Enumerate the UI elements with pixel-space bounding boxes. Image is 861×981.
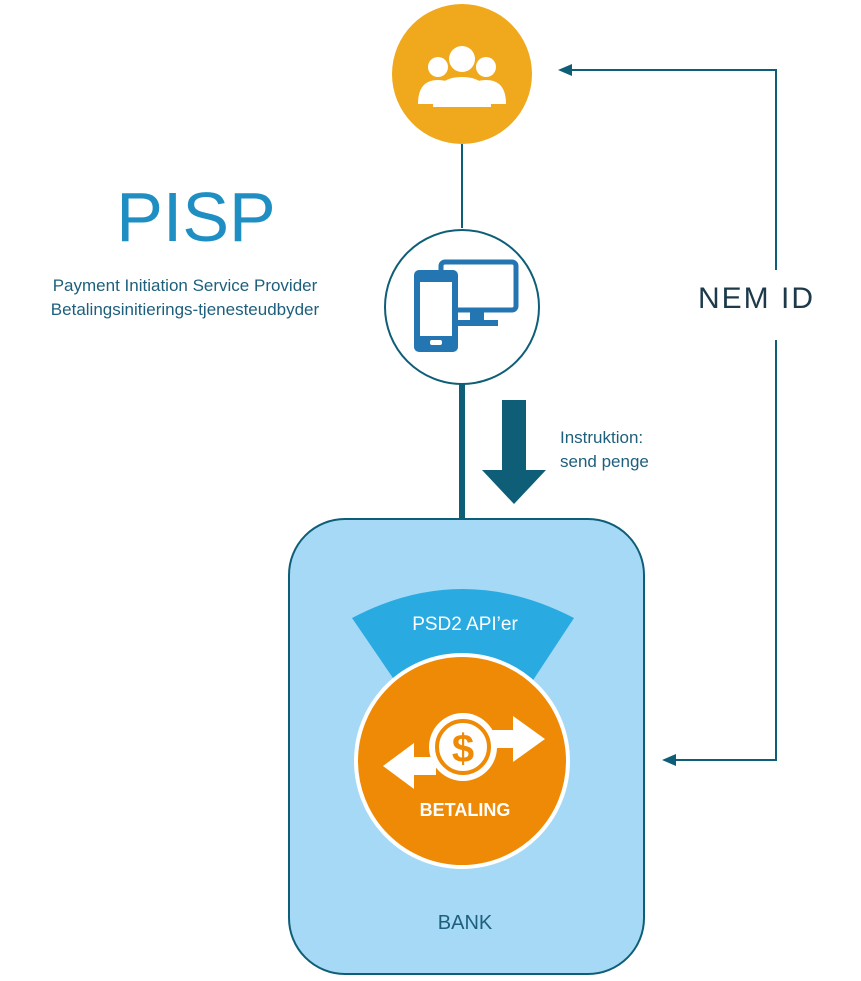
arrowhead-to-bank bbox=[662, 754, 676, 766]
nemid-connector-top bbox=[572, 69, 777, 270]
svg-text:$: $ bbox=[452, 727, 474, 771]
user-circle bbox=[392, 4, 532, 144]
users-icon bbox=[418, 46, 506, 107]
instruction-label-line2: send penge bbox=[560, 452, 649, 471]
pisp-name-english: Payment Initiation Service Provider bbox=[52, 276, 318, 295]
arrowhead-to-user bbox=[558, 64, 572, 76]
psd2-api-label: PSD2 API’er bbox=[412, 614, 518, 635]
instruction-arrow bbox=[482, 400, 546, 504]
pisp-name-danish: Betalingsinitierings-tjenesteudbyder bbox=[50, 300, 320, 319]
dollar-exchange-icon: $ bbox=[383, 713, 545, 789]
pisp-title: PISP bbox=[116, 178, 276, 256]
bank-label: BANK bbox=[437, 912, 493, 934]
nemid-connector-bottom bbox=[676, 340, 777, 761]
payment-label: BETALING bbox=[419, 800, 511, 820]
instruction-label-line1: Instruktion: bbox=[560, 428, 644, 447]
nemid-label: NEM ID bbox=[698, 282, 815, 315]
devices-icon bbox=[414, 259, 519, 352]
